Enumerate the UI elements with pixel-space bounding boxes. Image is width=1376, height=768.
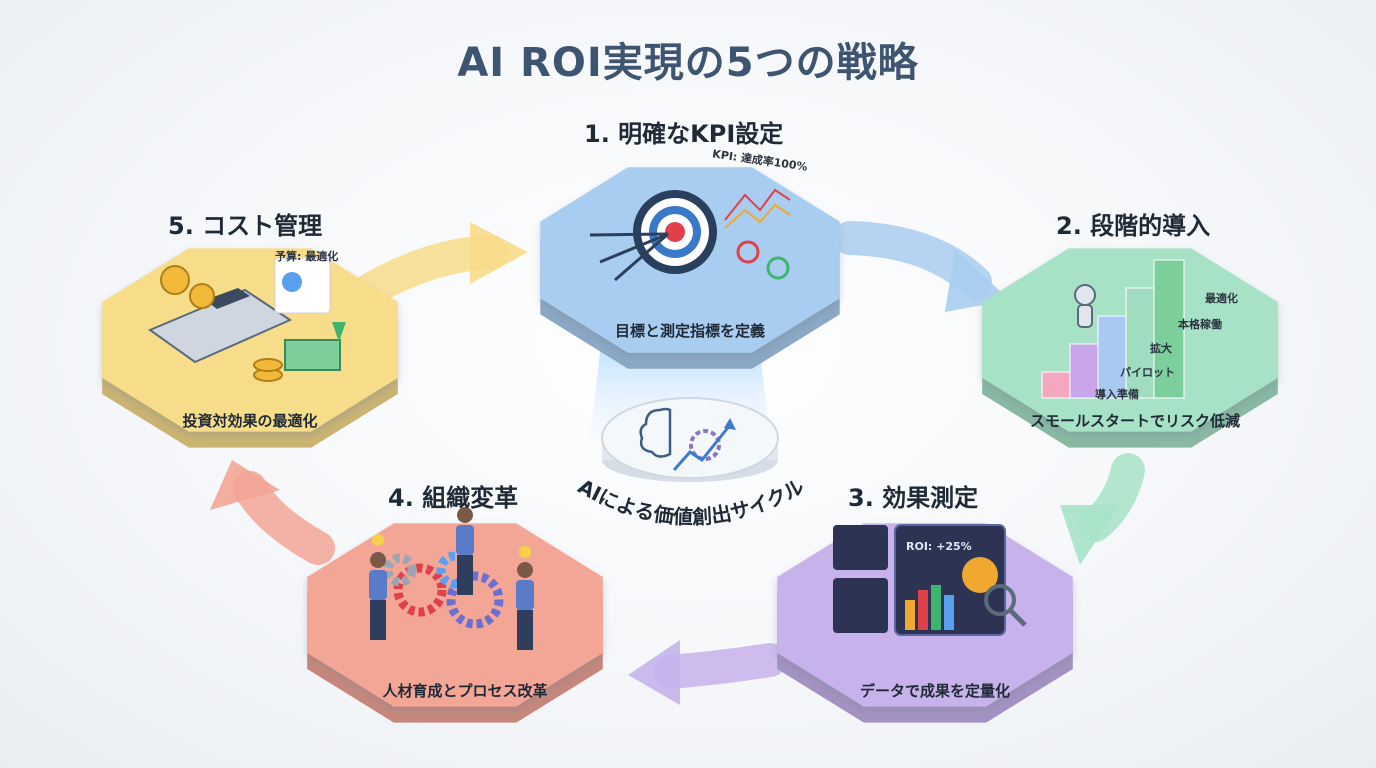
node-measure-caption: データで成果を定量化 [859,682,1010,700]
arrow-org-to-cost [210,460,335,565]
node-phased-title: 2. 段階的導入 [1056,212,1211,240]
node-measure-title: 3. 効果測定 [848,484,979,512]
calculator-icon [147,257,346,382]
node-kpi-title: 1. 明確なKPI設定 [584,120,784,148]
node-org-title: 4. 組織変革 [388,484,519,512]
arrow-cost-to-kpi [353,222,528,307]
dashboard-label: ROI: +25% [906,540,972,553]
page-title: AI ROI実現の5つの戦略 [457,40,919,86]
step-label-1: 導入準備 [1095,388,1139,401]
step-label-5: 最適化 [1205,292,1238,305]
center-hub [601,397,779,482]
node-cost-title: 5. コスト管理 [168,212,323,240]
cost-chart-label: 予算: 最適化 [275,250,339,263]
gears-people-icon [369,507,534,650]
step-label-3: 拡大 [1150,342,1172,355]
kpi-line-chart [724,188,791,280]
arrow-phased-to-measure [1060,453,1145,565]
brain-gear-icon [639,407,736,471]
step-label-2: パイロット [1120,366,1175,379]
stairs-icon [1041,259,1185,399]
node-cost-caption: 投資対効果の最適化 [182,412,318,430]
node-kpi-caption: 目標と測定指標を定義 [614,322,765,340]
arrow-measure-to-org [628,640,787,705]
dashboard-icon [833,524,1027,636]
step-label-4: 本格稼働 [1178,318,1222,331]
target-icon [589,190,717,282]
node-org-caption: 人材育成とプロセス改革 [382,682,548,700]
node-phased-caption: スモールスタートでリスク低減 [1029,412,1240,430]
octagon-cost-top [102,248,398,432]
